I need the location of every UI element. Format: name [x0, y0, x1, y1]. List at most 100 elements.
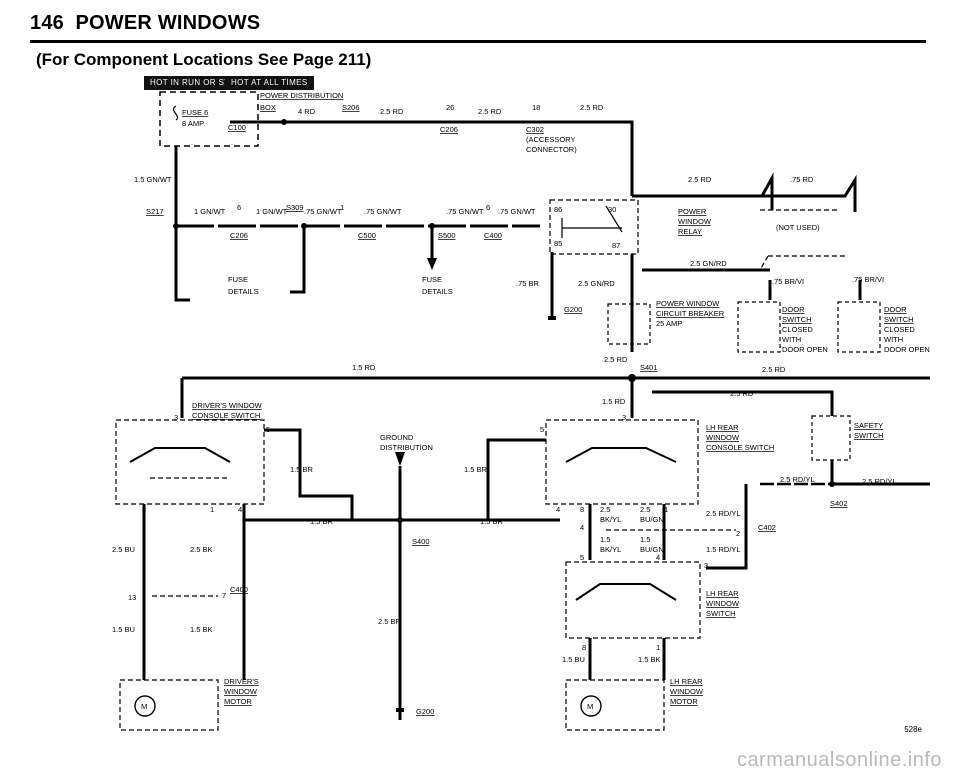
label-pin4-c: 4	[580, 523, 584, 532]
label-15br-3: 1.5 BR	[310, 517, 334, 526]
label-pin4-b: 4	[556, 505, 560, 514]
label-pin1-c: 1	[664, 505, 668, 514]
label-15br-1: 1.5 BR	[290, 465, 314, 474]
label-1gnwt-2: 1 GN/WT	[256, 207, 288, 216]
label-15-b: 1.5	[640, 535, 650, 544]
label-relay-3: RELAY	[678, 227, 702, 236]
label-25bk: 2.5 BK	[190, 545, 213, 554]
label-25-b: 2.5	[640, 505, 650, 514]
label-15-a: 1.5	[600, 535, 610, 544]
label-fuse-1: FUSE	[228, 275, 248, 284]
label-25gnrd-1: 2.5 GN/RD	[690, 259, 727, 268]
label-25-a: 2.5	[600, 505, 610, 514]
label-pin30: 30	[608, 205, 616, 214]
label-door1-2: SWITCH	[782, 315, 812, 324]
label-15bu-a: 1.5 BU	[112, 625, 135, 634]
label-g200-bottom: G200	[416, 707, 434, 716]
label-75gnwt-1: .75 GN/WT	[304, 207, 342, 216]
label-15rd-bus: 1.5 RD	[352, 363, 376, 372]
label-25rd-safety: 2.5 RD	[730, 389, 754, 398]
label-dwcs-1: DRIVER'S WINDOW	[192, 401, 263, 410]
label-pin3-a: 3	[174, 413, 178, 422]
label-25rd-relay: 2.5 RD	[688, 175, 712, 184]
label-25rd-2: 2.5 RD	[478, 107, 502, 116]
label-pin86: 86	[554, 205, 562, 214]
page-subtitle: (For Component Locations See Page 211)	[36, 50, 372, 69]
label-lrws-2: WINDOW	[706, 599, 740, 608]
power-window-relay-box	[549, 199, 639, 255]
label-ground: GROUND	[380, 433, 414, 442]
watermark: carmanualsonline.info	[736, 749, 942, 771]
label-25rd-3: 2.5 RD	[580, 103, 604, 112]
label-pin2: 2	[736, 529, 740, 538]
fuse-6-symbol	[172, 105, 179, 121]
label-pin3-b: 3	[622, 413, 626, 422]
label-relay-2: WINDOW	[678, 217, 712, 226]
splice-s500	[429, 223, 435, 229]
wire-15gnwt	[174, 146, 190, 302]
label-75br: .75 BR	[516, 279, 540, 288]
label-rm-2: WINDOW	[670, 687, 704, 696]
label-pin18: 18	[532, 103, 540, 112]
door-switch-left-box	[737, 301, 781, 353]
label-pin4-a: 4	[238, 505, 242, 514]
label-lrcs-3: CONSOLE SWITCH	[706, 443, 774, 452]
label-15rdyl: 1.5 RD/YL	[706, 545, 741, 554]
label-c302: C302	[526, 125, 544, 134]
label-safety-1: SAFETY	[854, 421, 883, 430]
label-75gnwt-3: .75 GN/WT	[446, 207, 484, 216]
label-75brvi-1: .75 BR/VI	[772, 277, 804, 286]
label-power-distribution: POWER DISTRIBUTION	[260, 91, 343, 100]
label-lrcs-2: WINDOW	[706, 433, 740, 442]
label-safety-2: SWITCH	[854, 431, 884, 440]
label-g200-top: G200	[564, 305, 582, 314]
page-code: 528e	[904, 725, 922, 734]
label-pin1-b: 1	[210, 505, 214, 514]
label-s217: S217	[146, 207, 164, 216]
splice-s217	[173, 223, 179, 229]
label-bkyl-2: BK/YL	[600, 545, 621, 554]
label-pin3-c: 3	[704, 561, 708, 570]
label-c400-top: C400	[484, 231, 502, 240]
label-s402: S402	[830, 499, 848, 508]
ground-g200-upper	[548, 316, 556, 320]
label-15br-4: 1.5 BR	[480, 517, 504, 526]
label-dm-1: DRIVER'S	[224, 677, 259, 686]
label-75brvi-2: .75 BR/VI	[852, 275, 884, 284]
label-accessory: (ACCESSORY	[526, 135, 575, 144]
label-distribution: DISTRIBUTION	[380, 443, 433, 452]
label-door2-5: DOOR OPEN	[884, 345, 930, 354]
lh-rear-window-switch-box	[565, 561, 701, 639]
label-15rd-drop: 1.5 RD	[602, 397, 626, 406]
label-lrws-1: LH REAR	[706, 589, 739, 598]
label-pin6-b: 6	[486, 203, 490, 212]
label-rm-1: LH REAR	[670, 677, 703, 686]
label-fuse-amp: 8 AMP	[182, 119, 204, 128]
drivers-motor-circle	[134, 695, 156, 717]
label-pin8-c: 8	[582, 643, 586, 652]
label-cb-1: POWER WINDOW	[656, 299, 720, 308]
label-75gnwt-4: .75 GN/WT	[498, 207, 536, 216]
label-dm-2: WINDOW	[224, 687, 258, 696]
label-door1-3: CLOSED	[782, 325, 813, 334]
label-15gnwt: 1.5 GN/WT	[134, 175, 172, 184]
label-25br: 2.5 BR	[378, 617, 402, 626]
label-25rd-cb: 2.5 RD	[604, 355, 628, 364]
label-pin26: 26	[446, 103, 454, 112]
label-cb-3: 25 AMP	[656, 319, 682, 328]
label-s309: S309	[286, 203, 304, 212]
label-c400-bottom: C400	[230, 585, 248, 594]
label-bugn-1: BU/GN	[640, 515, 664, 524]
label-rm-3: MOTOR	[670, 697, 698, 706]
label-pin1-a: 1	[340, 203, 344, 212]
label-lrws-3: SWITCH	[706, 609, 736, 618]
label-box: BOX	[260, 103, 276, 112]
safety-switch-box	[811, 415, 851, 461]
label-door1-1: DOOR	[782, 305, 805, 314]
label-4rd: 4 RD	[298, 107, 316, 116]
label-15bu-b: 1.5 BU	[562, 655, 585, 664]
label-lrcs-1: LH REAR	[706, 423, 739, 432]
lh-rear-console-switch-box	[545, 419, 699, 505]
label-relay-1: POWER	[678, 207, 707, 216]
